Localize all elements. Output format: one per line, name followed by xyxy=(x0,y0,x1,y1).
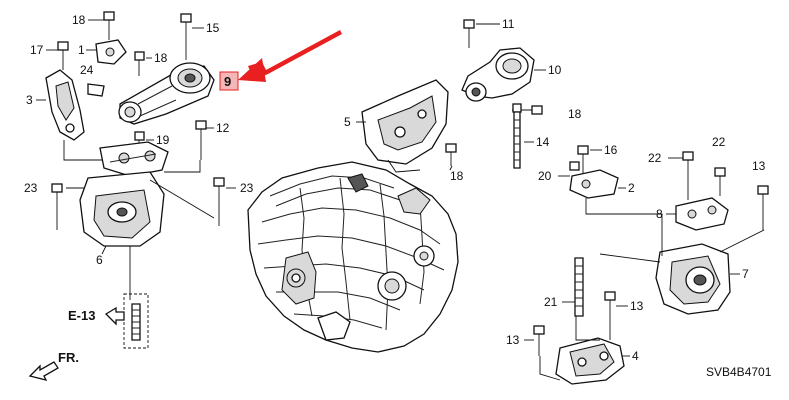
highlight-arrow xyxy=(238,30,342,82)
bracket-4 xyxy=(555,337,625,385)
reference-labels: E-13 FR. SVB4B4701 xyxy=(58,308,772,379)
callout-1: 1 xyxy=(78,43,85,57)
callout-2: 2 xyxy=(628,181,635,195)
callout-numbers: 18 15 17 1 18 24 3 9 12 19 23 23 6 11 10… xyxy=(24,13,766,363)
callout-8: 8 xyxy=(656,207,663,221)
callout-18b: 18 xyxy=(154,51,168,65)
callout-15: 15 xyxy=(206,21,220,35)
engine-assembly xyxy=(247,161,459,353)
callout-23a: 23 xyxy=(24,181,38,195)
callout-21: 21 xyxy=(544,295,558,309)
e13-arrow-icon xyxy=(104,306,125,326)
bracket-8 xyxy=(675,151,729,231)
callout-5: 5 xyxy=(344,115,351,129)
left-bracket-3 xyxy=(45,69,85,141)
callout-13c: 13 xyxy=(506,333,520,347)
callout-12: 12 xyxy=(216,121,230,135)
callout-17: 17 xyxy=(30,43,44,57)
callout-6: 6 xyxy=(96,253,103,267)
front-label: FR. xyxy=(58,350,79,365)
part-9-highlight-box xyxy=(219,71,239,91)
callout-18a: 18 xyxy=(72,13,86,27)
bracket-2 xyxy=(569,145,619,199)
callout-9: 9 xyxy=(224,74,231,89)
callout-11: 11 xyxy=(502,17,515,31)
callout-22b: 22 xyxy=(712,135,726,149)
callout-24: 24 xyxy=(80,63,94,77)
left-mount-6 xyxy=(51,171,225,247)
diagram-code: SVB4B4701 xyxy=(706,365,772,379)
bolt-14 xyxy=(512,103,522,169)
callout-22a: 22 xyxy=(648,151,662,165)
upper-left-bolts xyxy=(57,11,207,160)
callout-19: 19 xyxy=(156,133,170,147)
callout-23b: 23 xyxy=(240,181,254,195)
callout-16: 16 xyxy=(604,143,618,157)
front-direction-arrow-icon xyxy=(28,361,59,381)
callout-3: 3 xyxy=(26,93,33,107)
callout-4: 4 xyxy=(632,349,639,363)
leader-lines xyxy=(36,19,765,381)
callout-18d: 18 xyxy=(450,169,464,183)
callout-13a: 13 xyxy=(752,159,766,173)
right-mount-7 xyxy=(655,185,769,315)
callout-14: 14 xyxy=(536,135,550,149)
stud-21 xyxy=(533,257,616,356)
torque-rod-assembly xyxy=(87,39,215,125)
callout-20: 20 xyxy=(538,169,552,183)
mid-bracket xyxy=(99,141,169,177)
callout-13b: 13 xyxy=(630,299,644,313)
callout-18c: 18 xyxy=(568,107,582,121)
rear-bracket-5 xyxy=(361,79,457,166)
callout-7: 7 xyxy=(742,267,749,281)
e13-reference-label: E-13 xyxy=(68,308,95,323)
callout-10: 10 xyxy=(548,63,562,77)
rear-mount-10 xyxy=(461,19,543,115)
stud-e13 xyxy=(104,246,149,349)
